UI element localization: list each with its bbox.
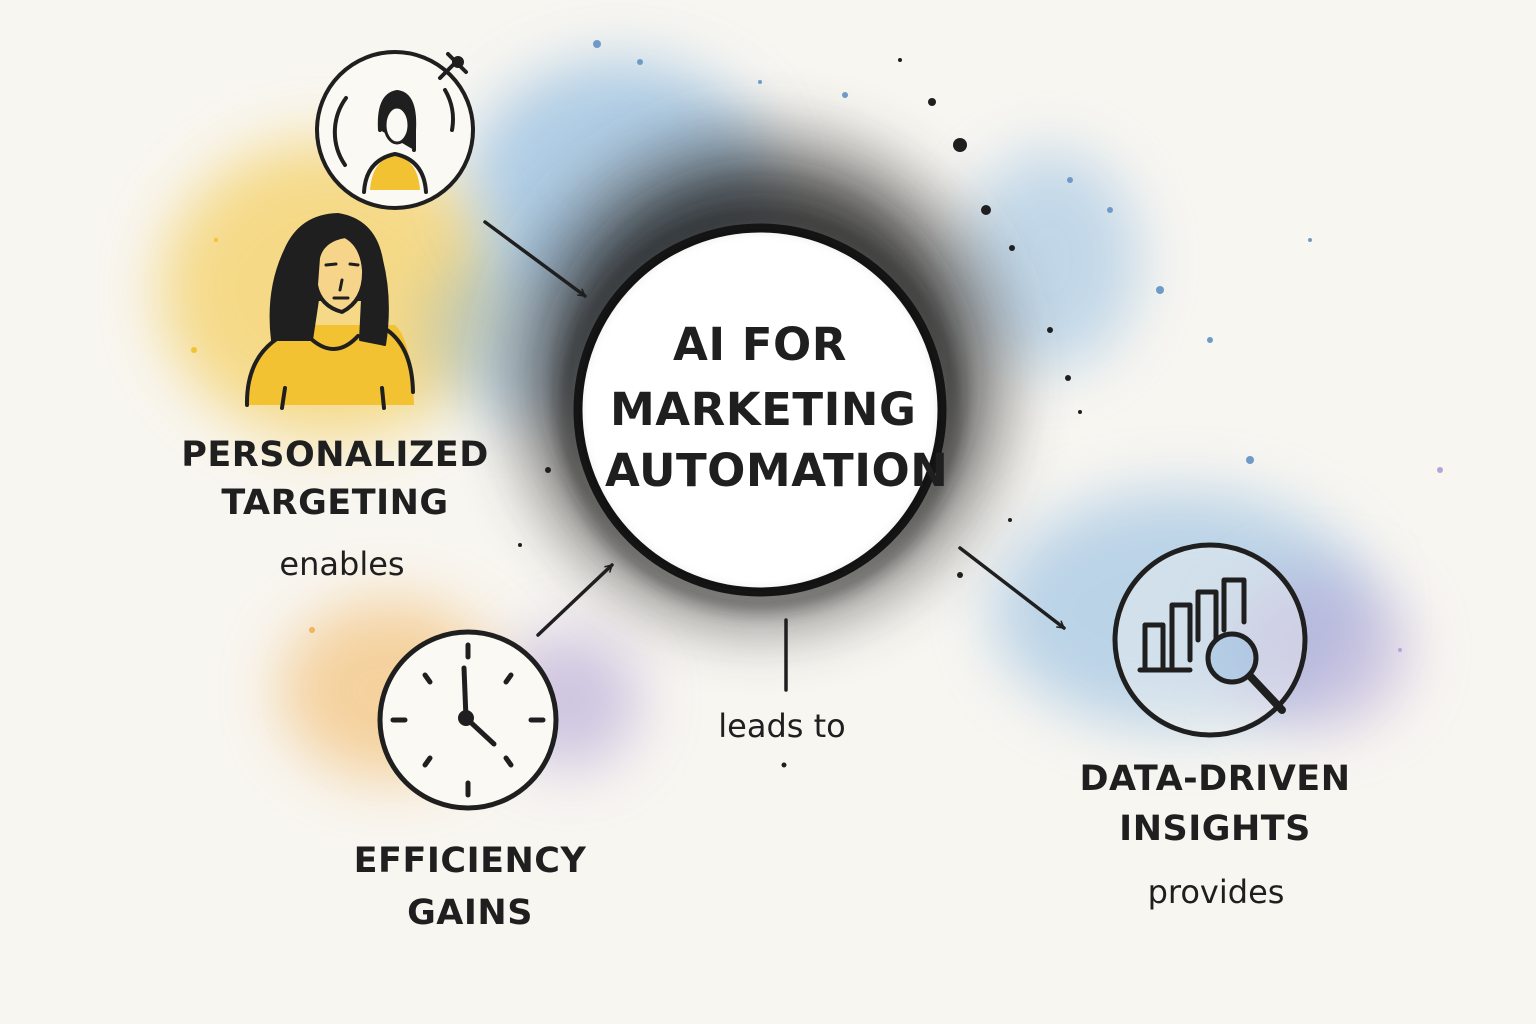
- person-target-icon: [315, 50, 475, 210]
- splatter-dot: [309, 627, 315, 633]
- splatter-dot: [953, 138, 967, 152]
- splatter-dot: [1207, 337, 1213, 343]
- person-icon: [244, 213, 415, 410]
- splatter-dot: [545, 467, 551, 473]
- center-node: [559, 209, 961, 611]
- splatter-dot: [637, 59, 643, 65]
- center-title-line-2: MARKETING: [610, 383, 917, 436]
- personalized-title-line-2: TARGETING: [221, 483, 449, 523]
- splatter-dot: [1047, 327, 1053, 333]
- splatter-dot: [1107, 207, 1113, 213]
- splatter-dot: [1078, 410, 1082, 414]
- splatter-dot: [1246, 456, 1254, 464]
- center-link-verb: leads to: [718, 707, 846, 745]
- splatter-dot: [957, 572, 963, 578]
- splatter-dot: [518, 543, 522, 547]
- personalized-title-line-1: PERSONALIZED: [181, 435, 489, 475]
- splatter-dot: [1009, 245, 1015, 251]
- arrow-center-to-insights: [958, 546, 1066, 630]
- insights-title-line-2: INSIGHTS: [1119, 809, 1311, 849]
- center-title-line-1: AI FOR: [673, 318, 847, 371]
- efficiency-title-line-1: EFFICIENCY: [353, 841, 587, 881]
- purple-wash-insights: [1230, 570, 1410, 730]
- personalized-verb: enables: [279, 545, 405, 583]
- arrow-targeting-to-center: [483, 220, 587, 298]
- arrow-efficiency-to-center: [536, 563, 614, 637]
- center-circle-ring: [573, 223, 947, 597]
- splatter-dot: [1067, 177, 1073, 183]
- splatter-dot: [928, 98, 936, 106]
- splatter-dot: [758, 80, 762, 84]
- clock-icon: [377, 629, 559, 811]
- splatter-dot: [593, 40, 601, 48]
- splatter-dot: [981, 205, 991, 215]
- insights-verb: provides: [1147, 873, 1285, 911]
- center-circle-ring-soft: [559, 209, 961, 611]
- splatter-dot: [1308, 238, 1312, 242]
- splatter-dot: [214, 238, 218, 242]
- center-circle-fill: [580, 230, 940, 590]
- splatter-dot: [842, 92, 848, 98]
- splatter-dot: [1065, 375, 1071, 381]
- splatter-dot: [1437, 467, 1443, 473]
- blue-wash-right: [960, 150, 1140, 370]
- center-title-line-3: AUTOMATION: [605, 444, 949, 497]
- splatter-dot: [191, 347, 197, 353]
- chart-search-icon: [1112, 542, 1308, 738]
- splatter-dot: [1156, 286, 1164, 294]
- splatter-dot: [781, 762, 787, 768]
- connectors: [483, 220, 1066, 692]
- insights-title-line-1: DATA-DRIVEN: [1079, 759, 1351, 799]
- splatter-dot: [1398, 648, 1402, 652]
- splatter-dots: [191, 40, 1443, 768]
- efficiency-title-line-2: GAINS: [407, 893, 533, 933]
- splatter-dot: [1008, 518, 1012, 522]
- splatter-dot: [898, 58, 902, 62]
